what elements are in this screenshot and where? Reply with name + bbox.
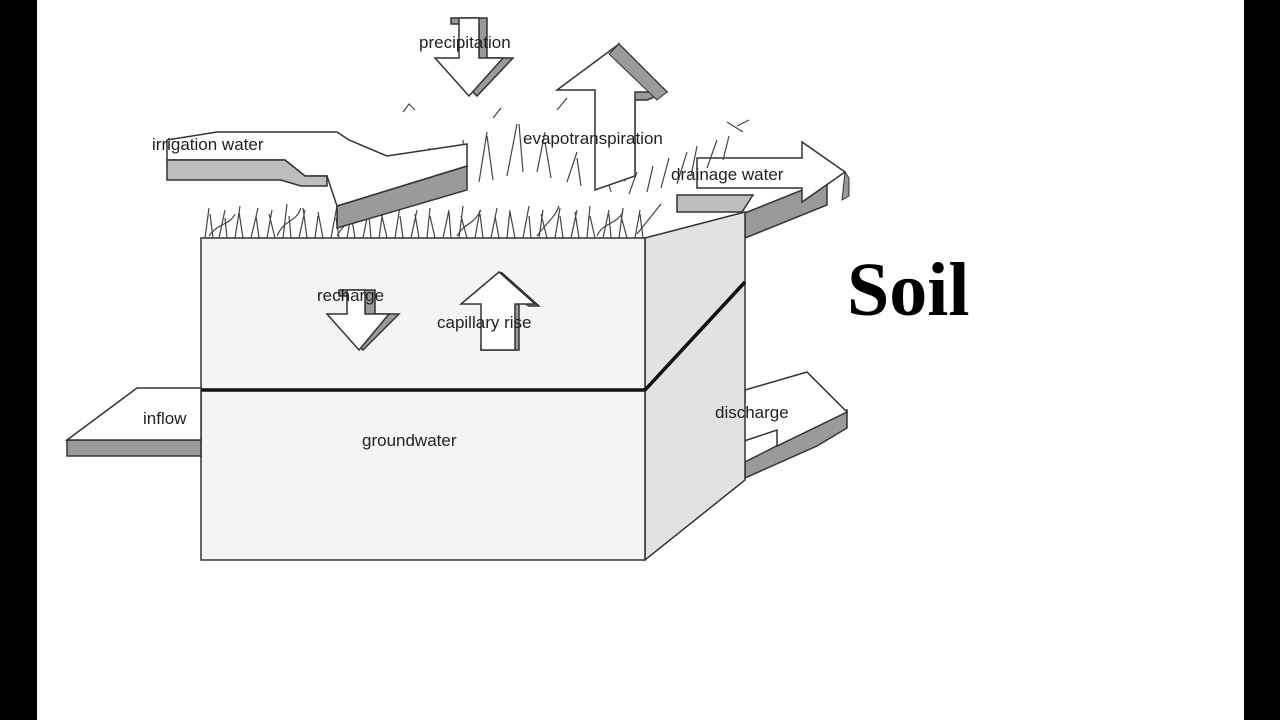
- recharge-arrow: [325, 289, 401, 352]
- evapotranspiration-label: evapotranspiration: [523, 129, 663, 148]
- soil-block: [200, 211, 747, 562]
- precipitation-label: precipitation: [419, 33, 511, 52]
- evapotranspiration-arrow: [554, 41, 669, 192]
- diagram-canvas: precipitation irrigation water evapotran…: [37, 0, 1244, 720]
- irrigation-water-label: irrigation water: [152, 135, 264, 154]
- precipitation-arrow: [433, 17, 515, 98]
- page-title: Soil: [847, 248, 970, 332]
- inflow-arrow: [64, 387, 202, 457]
- drainage-water-label: drainage water: [671, 165, 784, 184]
- soil-water-balance-diagram: precipitation irrigation water evapotran…: [64, 17, 850, 562]
- discharge-label: discharge: [715, 403, 789, 422]
- recharge-label: recharge: [317, 286, 384, 305]
- capillary-rise-arrow: [458, 271, 541, 351]
- inflow-label: inflow: [143, 409, 187, 428]
- capillary-rise-label: capillary rise: [437, 313, 531, 332]
- groundwater-label: groundwater: [362, 431, 457, 450]
- irrigation-water-arrow: [166, 131, 468, 230]
- drainage-water-arrow: [676, 140, 850, 240]
